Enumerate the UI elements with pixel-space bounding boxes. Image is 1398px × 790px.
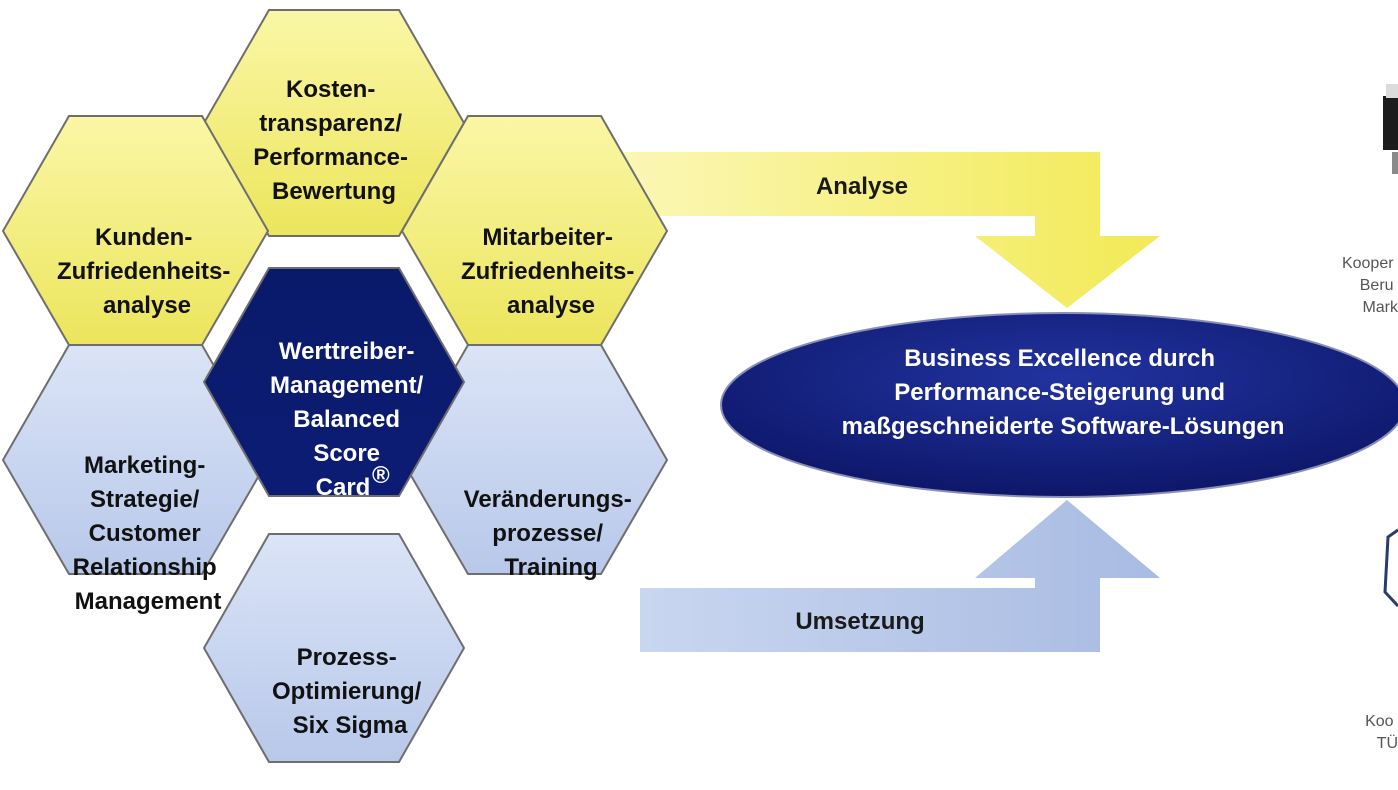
veraenderung-line-3: Training [504,554,597,581]
mitarbeiter-line-3: analyse [507,292,595,319]
center-line-1: Business Excellence durch [904,345,1215,372]
upper-partner-line-3: Mark [1362,299,1398,316]
werttreiber-line-3: Balanced [293,406,400,433]
veraenderung-line-1: Veränderungs- [464,486,632,513]
hex-veraenderung-label: Veränderungs- prozesse/ Training [464,486,639,581]
mitarbeiter-line-2: Zufriedenheits- [461,258,634,285]
hex-mitarbeiter-label: Mitarbeiter- Zufriedenheits- analyse [461,224,641,319]
kunden-line-2: Zufriedenheits- [57,258,230,285]
hex-marketing [1,344,270,575]
upper-partner-text: Kooper Beru Mark [1342,255,1398,316]
center-line-3: maßgeschneiderte Software-Lösungen [842,413,1285,440]
mitarbeiter-line-1: Mitarbeiter- [482,224,613,251]
prozess-line-1: Prozess- [297,644,397,671]
marketing-line-5: Management [75,588,222,615]
hex-werttreiber-label: Werttreiber- Management/ Balanced Score … [270,338,430,501]
marketing-line-4: Relationship [73,554,217,581]
kosten-line-2: transparenz/ [259,110,402,137]
registered-mark: ® [372,462,390,489]
business-excellence-text: Business Excellence durch Performance-St… [842,345,1285,440]
analyse-label: Analyse [816,173,908,200]
hex-werttreiber [202,267,466,497]
kunden-line-3: analyse [103,292,191,319]
lower-partner-line-2: TÜ [1377,734,1398,752]
hex-kosten-label: Kosten- transparenz/ Performance- Bewert… [253,76,414,205]
umsetzung-arrow [640,500,1160,652]
werttreiber-line-1: Werttreiber- [279,338,415,365]
kosten-line-3: Performance- [253,144,408,171]
hex-marketing-label: Marketing- Strategie/ Customer Relations… [73,452,224,615]
kunden-line-1: Kunden- [95,224,192,251]
upper-partner-logo [1383,84,1398,174]
prozess-line-2: Optimierung/ [272,678,422,705]
prozess-line-3: Six Sigma [293,712,408,739]
hex-kunden-label: Kunden- Zufriedenheits- analyse [57,224,237,319]
veraenderung-line-2: prozesse/ [492,520,603,547]
analyse-arrow [620,152,1160,308]
kosten-line-4: Bewertung [272,178,396,205]
hex-prozess-label: Prozess- Optimierung/ Six Sigma [272,644,428,739]
werttreiber-line-2: Management/ [270,372,424,399]
business-excellence-ellipse [720,312,1398,498]
upper-partner-line-2: Beru [1360,277,1394,294]
kosten-line-1: Kosten- [286,76,375,103]
hex-prozess [202,533,466,763]
umsetzung-label: Umsetzung [795,608,924,635]
marketing-line-3: Customer [89,520,201,547]
werttreiber-line-4: Score [313,440,380,467]
upper-partner-line-1: Kooper [1342,255,1394,272]
lower-partner-line-1: Koo [1365,713,1394,730]
marketing-line-2: Strategie/ [90,486,200,513]
werttreiber-line-5: Card [316,474,371,501]
lower-partner-logo [1383,528,1398,608]
marketing-line-1: Marketing- [84,452,205,479]
center-line-2: Performance-Steigerung und [894,379,1225,406]
lower-partner-text: Koo TÜ [1365,713,1398,752]
